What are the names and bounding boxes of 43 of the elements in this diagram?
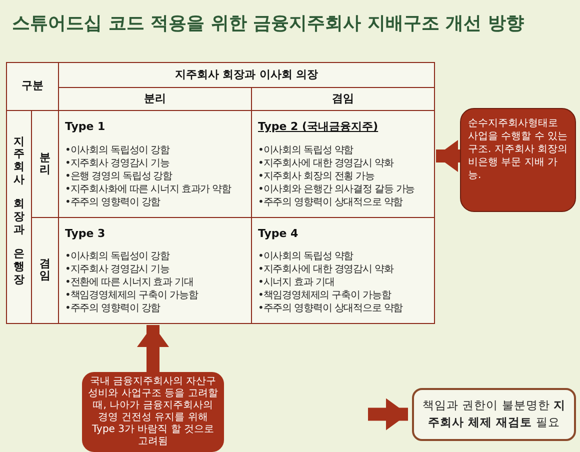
title: 스튜어드십 코드 적용을 위한 금융지주회사 지배구조 개선 방향 [12, 12, 524, 36]
bullet-text: •주주의 영향력이 상대적으로 약함 [258, 302, 404, 315]
bullet-text: •책임경영체제의 구축이 가능함 [258, 289, 392, 302]
bullet-text: •은행 경영의 독립성 강함 [65, 170, 174, 182]
block-arrow [137, 325, 169, 372]
bullet-text: •이사회의 독립성 약함 [258, 250, 354, 263]
bullet-text: •지주회사화에 따른 시너지 효과가 약함 [65, 182, 232, 196]
callout-text: 순수지주회사형태로 사업을 수행할 수 있는 구조. 지주회사 회장의 비은행 부문 지배 가능. [468, 117, 568, 182]
type-heading: Type 2 (국내금융지주) [258, 119, 380, 135]
bullet-text: •시너지 효과 기대 [258, 276, 336, 289]
column-header: 겸임 [332, 90, 354, 107]
bullet-text: •지주회사에 대한 경영감시 약화 [258, 156, 395, 170]
bullet-text: •전환에 따른 시너지 효과 기대 [65, 276, 194, 289]
callout-box [412, 388, 576, 440]
type-heading: Type 1 [65, 119, 106, 135]
bullet-text: •이사회의 독립성 약함 [258, 144, 354, 156]
row-header: 지주회사 회장과 은행장 [14, 136, 24, 288]
bullet-text: •주주의 영향력이 강함 [65, 196, 162, 208]
callout-box [460, 108, 576, 212]
callout-text: 국내 금융지주회사의 자산구성비와 사업구조 등을 고려할 때, 나아가 금융지주회사의 경영 건전성 유지를 위해 Type 3가 바람직 할 것으로 고려됨 [87, 376, 219, 448]
column-header: 지주회사 회장과 이사회 의장 [174, 66, 318, 83]
bullet-text: •책임경영체제의 구축이 가능함 [65, 289, 200, 302]
bullet-text: •지주회사 경영감시 기능 [65, 263, 170, 276]
table-cell [59, 218, 251, 323]
callout-text: 책임과 권한이 불분명한 지주회사 체제 재검토 필요 [422, 397, 566, 432]
type-heading: Type 3 [65, 226, 106, 242]
block-arrow [436, 140, 460, 172]
row-header: 겸임 [40, 258, 50, 282]
bullet-text: •이사회와 은행간 의사결정 갈등 가능 [258, 182, 416, 196]
bullet-text: •이사회의 독립성이 강함 [65, 250, 171, 263]
bullet-text: •주주의 영향력이 강함 [65, 302, 162, 315]
bullet-text: •지주회사에 대한 경영감시 약화 [258, 263, 395, 276]
type-heading: Type 4 [258, 226, 300, 242]
column-header: 분리 [144, 90, 166, 107]
table-cell [252, 111, 434, 216]
bullet-text: •이사회의 독립성이 강함 [65, 144, 171, 156]
table-cell [252, 218, 434, 323]
bullet-text: •지주회사 회장의 전횡 가능 [258, 170, 376, 182]
column-header: 구분 [22, 78, 44, 94]
table-cell [59, 111, 251, 216]
bullet-text: •지주회사 경영감시 기능 [65, 156, 170, 170]
block-arrow [368, 398, 408, 430]
bullet-text: •주주의 영향력이 상대적으로 약함 [258, 196, 404, 208]
